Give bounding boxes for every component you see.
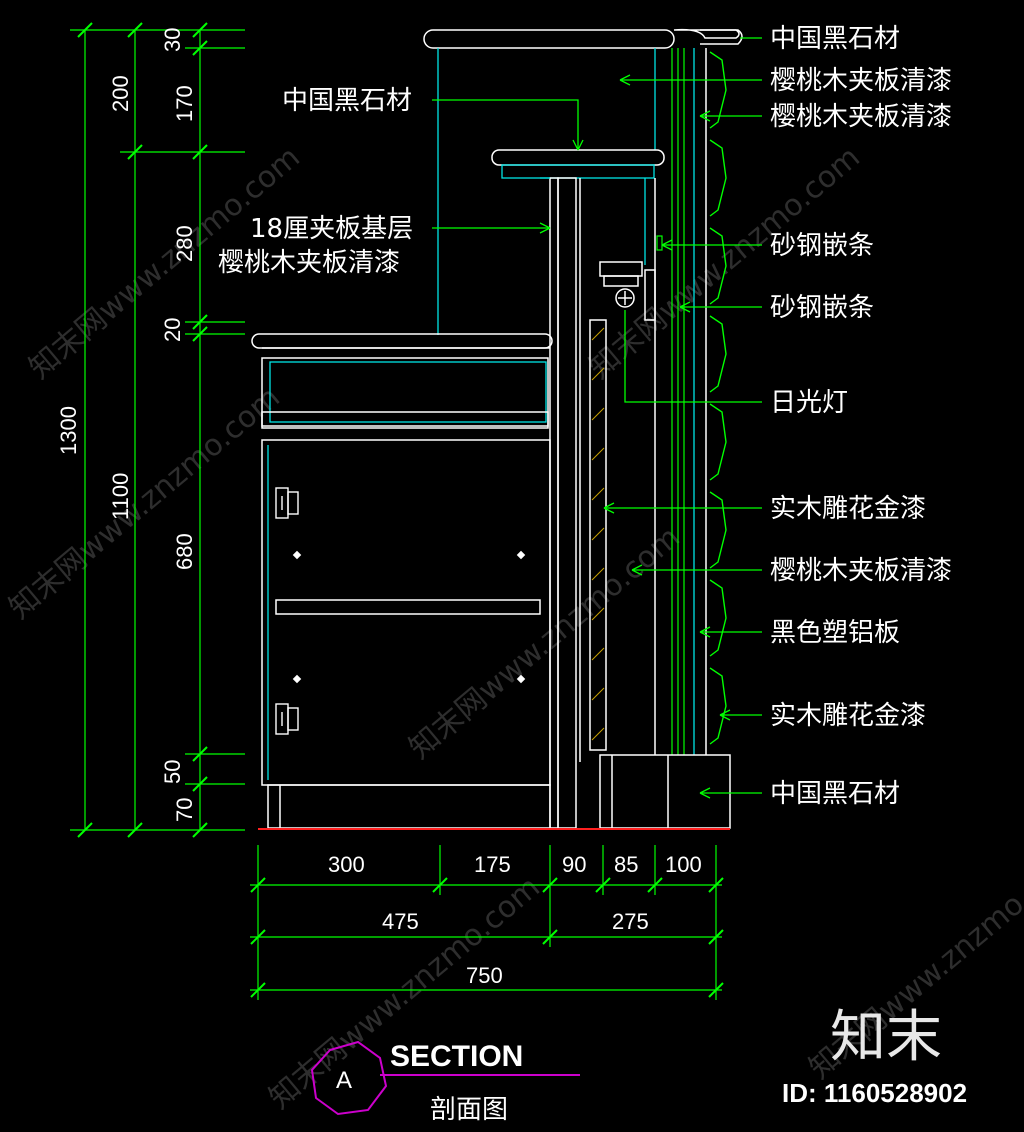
- label-plywood-base: 18厘夹板基层: [250, 214, 413, 244]
- label-black-stone-base: 中国黑石材: [770, 779, 900, 809]
- watermark-4: 知末网www.znzmo.com: [3, 380, 287, 626]
- label-carved-gold-1: 实木雕花金漆: [770, 494, 926, 524]
- label-cherry-veneer-3: 樱桃木夹板清漆: [770, 556, 952, 586]
- label-cherry-veneer-1: 樱桃木夹板清漆: [770, 66, 952, 96]
- material-labels-right: 中国黑石材 樱桃木夹板清漆 樱桃木夹板清漆 砂钢嵌条 砂钢嵌条 日光灯 实木雕花…: [770, 24, 952, 809]
- dim-upper-200: 200: [108, 75, 133, 112]
- dim-280: 280: [172, 225, 197, 262]
- section-title: SECTION: [390, 1040, 523, 1073]
- dim-w-90: 90: [562, 852, 586, 877]
- section-subtitle: 剖面图: [430, 1095, 508, 1125]
- dim-70: 70: [172, 798, 197, 822]
- counter-section: [251, 28, 743, 830]
- dim-w-85: 85: [614, 852, 638, 877]
- watermark-2: 知末网www.znzmo.com: [403, 520, 687, 766]
- dim-w-175: 175: [474, 852, 511, 877]
- hinge-top-icon: [275, 487, 299, 519]
- section-title-block: A SECTION 剖面图: [310, 1040, 580, 1125]
- hinge-bottom-icon: [275, 703, 299, 735]
- label-black-aluminum-panel: 黑色塑铝板: [770, 618, 900, 648]
- horizontal-dimensions: 300 175 90 85 100 475 275 750: [250, 845, 724, 1000]
- vertical-dimensions: 1300 200 1100 30 170 280 20 680 50 70: [56, 22, 245, 838]
- carved-ornament-strip: [709, 51, 727, 745]
- dim-w-475: 475: [382, 909, 419, 934]
- label-cherry-veneer-left: 樱桃木夹板清漆: [218, 248, 400, 278]
- label-steel-strip-2: 砂钢嵌条: [770, 293, 874, 323]
- leader-lines: [432, 37, 762, 799]
- label-black-stone-mid: 中国黑石材: [282, 86, 412, 116]
- dim-680: 680: [172, 533, 197, 570]
- dim-50: 50: [160, 760, 185, 784]
- section-marker-letter: A: [336, 1067, 352, 1094]
- watermark-5: 知末网www.znzmo.com: [263, 870, 547, 1116]
- dim-w-100: 100: [665, 852, 702, 877]
- section-marker-octagon: [310, 1040, 388, 1116]
- label-black-stone-top: 中国黑石材: [770, 24, 900, 54]
- brand-watermark: 知末: [830, 1005, 942, 1070]
- dim-w-300: 300: [328, 852, 365, 877]
- dim-lower-1100: 1100: [108, 473, 133, 520]
- label-steel-strip-1: 砂钢嵌条: [770, 231, 874, 261]
- dim-30: 30: [160, 28, 185, 52]
- label-carved-gold-2: 实木雕花金漆: [770, 701, 926, 731]
- dim-170: 170: [172, 85, 197, 122]
- dim-total-height: 1300: [56, 406, 81, 455]
- material-labels-left: 中国黑石材 18厘夹板基层 樱桃木夹板清漆: [218, 86, 413, 278]
- image-id: ID: 1160528902: [782, 1078, 967, 1108]
- dim-w-750: 750: [466, 963, 503, 988]
- dim-20: 20: [160, 318, 185, 342]
- dim-w-275: 275: [612, 909, 649, 934]
- label-fluorescent-lamp: 日光灯: [770, 388, 848, 418]
- label-cherry-veneer-2: 樱桃木夹板清漆: [770, 102, 952, 132]
